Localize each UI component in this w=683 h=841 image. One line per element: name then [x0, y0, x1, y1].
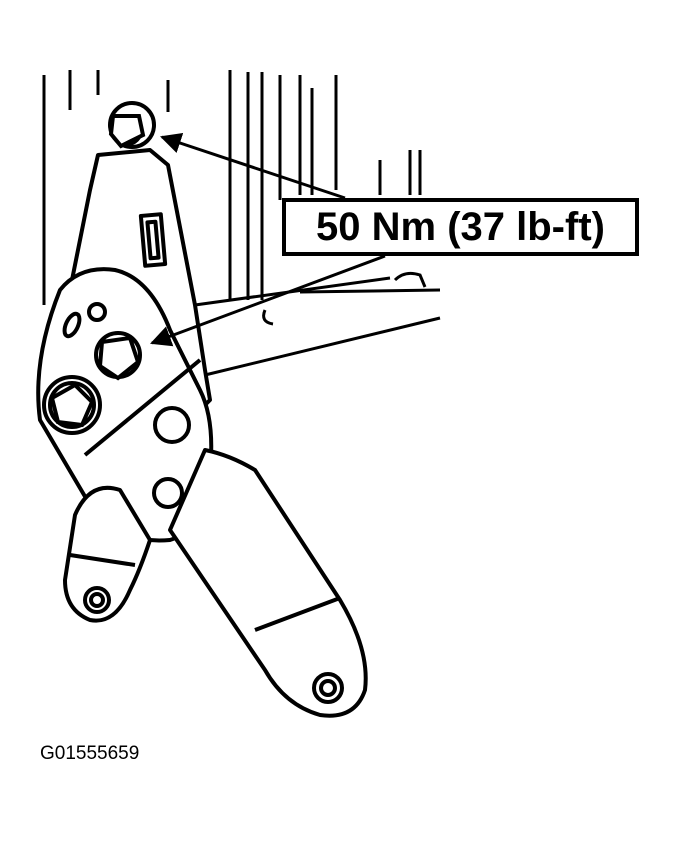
torque-callout: 50 Nm (37 lb-ft) — [282, 198, 639, 256]
arrow-to-middle-bolt — [150, 254, 386, 347]
seat-track — [194, 271, 441, 377]
frame-rails — [42, 70, 422, 305]
figure-id: G01555659 — [40, 743, 140, 764]
arrow-to-upper-bolt — [160, 133, 346, 200]
bolt-middle — [94, 331, 142, 381]
lower-arm — [63, 448, 368, 718]
bolt-upper — [108, 101, 156, 149]
leader-arrows — [150, 133, 386, 347]
bolt-lower-left — [42, 375, 102, 435]
